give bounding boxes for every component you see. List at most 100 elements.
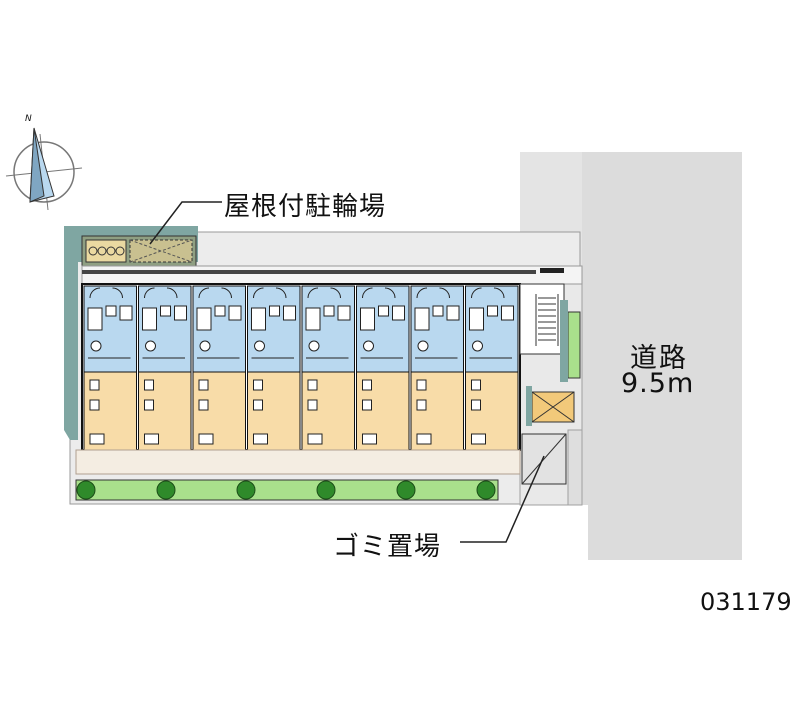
unit-door [416,287,428,299]
unit-toilet [417,340,429,352]
apartment-units [83,285,519,451]
unit-door [362,287,373,299]
unit-bath [414,307,430,331]
unit-window-seat [89,399,100,411]
unit-bath [469,307,484,331]
unit-sink [214,305,226,317]
upper-corridor [81,265,583,285]
garbage-area-diagonal [521,433,567,485]
unit-balcony-unit [89,433,105,445]
unit-sink [160,305,171,317]
unit-balcony-unit [471,433,486,445]
unit-window-seat [198,379,209,391]
trees [76,480,496,500]
apartment-unit [410,285,464,451]
unit-balcony-unit [362,433,377,445]
utility-box-cross-2 [531,391,575,423]
unit-window-seat [307,379,318,391]
unit-toilet [90,340,102,352]
unit-kitchen [283,305,296,321]
unit-door [330,287,341,299]
unit-window-seat [144,379,154,391]
unit-window-seat [471,379,481,391]
apartment-unit [138,285,192,451]
unit-door [439,287,450,299]
unit-window-seat [144,399,154,411]
utility-box-shadow [526,386,532,426]
unit-toilet [145,340,156,352]
hedge-bottom [75,479,499,501]
unit-door [275,287,287,299]
tree [156,480,176,500]
unit-door [253,287,264,299]
tree [316,480,336,500]
apartment-unit [83,285,137,451]
unit-toilet [472,340,483,352]
unit-balcony-unit [416,433,432,445]
unit-door [384,287,396,299]
parking-lane [567,429,583,506]
apartment-unit [192,285,246,451]
unit-balcony-unit [198,433,214,445]
tree [476,480,496,500]
compass-rose [5,127,83,211]
hedge-right-shadow [560,300,568,382]
apartment-unit [247,285,301,451]
upper-railing [82,270,536,274]
bicycle-parking-label: 屋根付駐輪場 [224,192,387,222]
unit-bath [305,307,321,331]
unit-kitchen [501,305,514,321]
unit-toilet [199,340,211,352]
unit-kitchen [392,305,405,321]
unit-door [471,287,482,299]
unit-kitchen [174,305,187,321]
unit-window-seat [198,399,209,411]
unit-window-seat [89,379,100,391]
unit-door [307,287,319,299]
unit-kitchen [446,305,460,321]
unit-toilet [363,340,374,352]
unit-window-seat [416,379,427,391]
unit-window-seat [362,399,372,411]
unit-door [166,287,178,299]
tree [76,480,96,500]
unit-bath [87,307,103,331]
apartment-unit [301,285,355,451]
unit-balcony-unit [253,433,268,445]
lower-walkway [75,449,521,475]
unit-window-seat [253,399,263,411]
unit-window-seat [362,379,372,391]
unit-sink [269,305,280,317]
stair-landing [519,283,565,355]
unit-door [144,287,155,299]
tree [236,480,256,500]
property-id: 031179 [700,588,792,616]
hedge-right [567,311,581,379]
unit-door [112,287,123,299]
unit-sink [323,305,335,317]
unit-window-seat [307,399,318,411]
unit-toilet [254,340,265,352]
unit-window-seat [253,379,263,391]
unit-kitchen [337,305,351,321]
stairs [535,294,559,346]
garbage-leader-line [460,455,545,543]
unit-bath [251,307,266,331]
unit-window-seat [471,399,481,411]
unit-window-seat [416,399,427,411]
tree [396,480,416,500]
unit-sink [378,305,389,317]
unit-kitchen [119,305,133,321]
unit-sink [432,305,444,317]
bicycle-rack-cross-2 [129,239,193,263]
bicycle-rack-circles [88,246,125,256]
road-width-label: 9.5m [621,368,695,399]
unit-sink [487,305,498,317]
road-label: 道路 [630,343,688,374]
unit-bath [196,307,212,331]
unit-toilet [308,340,320,352]
unit-balcony-unit [144,433,159,445]
corridor-end-bar [540,268,564,273]
